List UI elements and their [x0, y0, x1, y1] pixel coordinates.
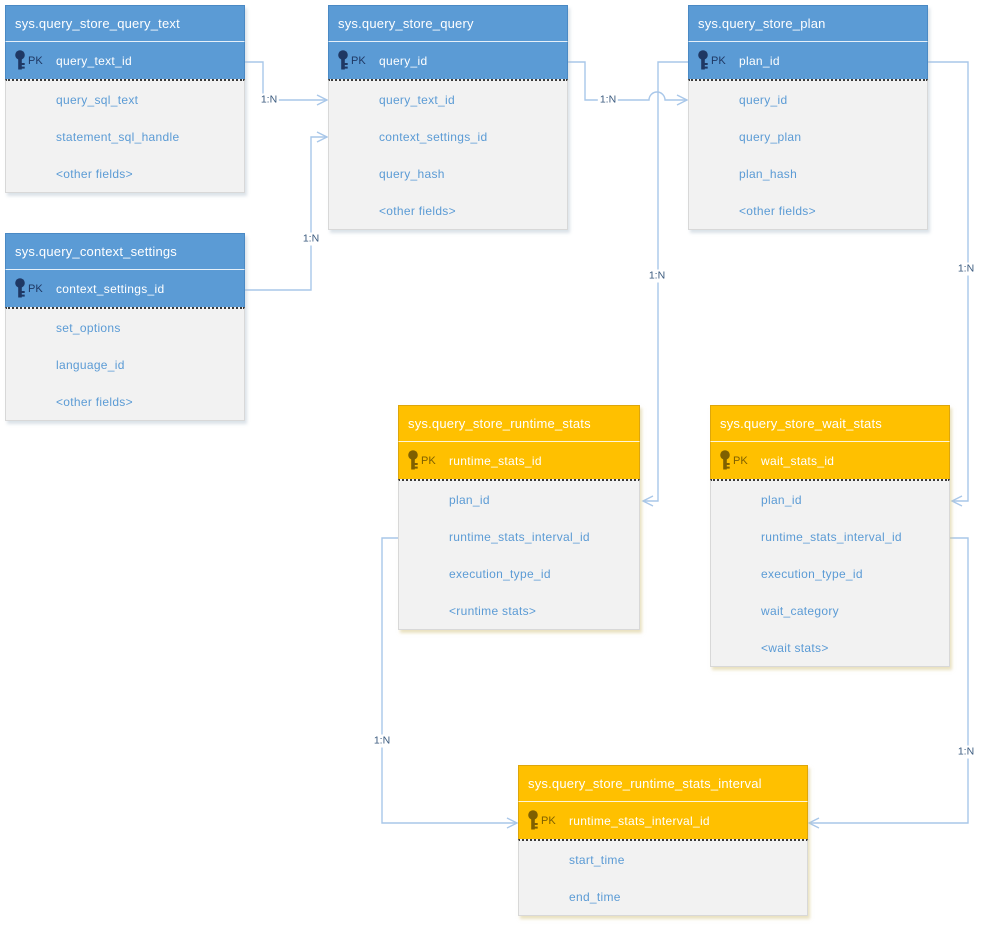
- field-row: runtime_stats_interval_id: [449, 529, 590, 544]
- table-query-store-query[interactable]: sys.query_store_query PK query_id query_…: [328, 5, 568, 230]
- field-row: set_options: [56, 320, 121, 335]
- pk-row: PK plan_id: [688, 42, 928, 79]
- pk-badge: PK: [711, 54, 726, 67]
- pk-field-name: query_id: [379, 53, 428, 68]
- field-row: plan_id: [761, 492, 802, 507]
- table-body: set_options language_id <other fields>: [5, 307, 245, 421]
- table-title: sys.query_context_settings: [5, 233, 245, 270]
- table-title: sys.query_store_wait_stats: [710, 405, 950, 442]
- table-body: plan_id runtime_stats_interval_id execut…: [710, 479, 950, 667]
- cardinality-label: 1:N: [646, 269, 668, 283]
- primary-key-icon: [527, 810, 540, 831]
- field-row: plan_id: [449, 492, 490, 507]
- connector-runtimestats-to-interval[interactable]: [381, 537, 517, 824]
- table-title: sys.query_store_runtime_stats_interval: [518, 765, 808, 802]
- connector-query-to-plan[interactable]: [568, 61, 687, 101]
- table-query-store-wait-stats[interactable]: sys.query_store_wait_stats PK wait_stats…: [710, 405, 950, 667]
- table-body: query_sql_text statement_sql_handle <oth…: [5, 79, 245, 193]
- pk-badge: PK: [541, 814, 556, 827]
- table-title: sys.query_store_query: [328, 5, 568, 42]
- table-title: sys.query_store_runtime_stats: [398, 405, 640, 442]
- field-row: <wait stats>: [761, 640, 829, 655]
- pk-field-name: context_settings_id: [56, 281, 165, 296]
- primary-key-icon: [697, 50, 710, 71]
- pk-badge: PK: [421, 454, 436, 467]
- arrowhead-runtimestats-to-interval: [506, 817, 519, 829]
- table-body: query_text_id context_settings_id query_…: [328, 79, 568, 230]
- primary-key-icon: [14, 50, 27, 71]
- table-query-store-runtime-stats-interval[interactable]: sys.query_store_runtime_stats_interval P…: [518, 765, 808, 916]
- pk-field-name: runtime_stats_interval_id: [569, 813, 710, 828]
- connector-contextsettings-to-query[interactable]: [245, 136, 327, 291]
- arrowhead-querytext-to-query: [316, 94, 329, 106]
- cardinality-label: 1:N: [300, 232, 322, 246]
- field-row: <other fields>: [379, 203, 456, 218]
- table-query-store-plan[interactable]: sys.query_store_plan PK plan_id query_id…: [688, 5, 928, 230]
- pk-badge: PK: [28, 282, 43, 295]
- arrowhead-plan-to-waitstats: [950, 495, 963, 507]
- pk-row: PK runtime_stats_id: [398, 442, 640, 479]
- pk-badge: PK: [28, 54, 43, 67]
- field-row: plan_hash: [739, 166, 798, 181]
- field-row: <other fields>: [739, 203, 816, 218]
- field-row: <other fields>: [56, 394, 133, 409]
- field-row: query_sql_text: [56, 92, 139, 107]
- table-body: plan_id runtime_stats_interval_id execut…: [398, 479, 640, 630]
- primary-key-icon: [719, 450, 732, 471]
- pk-row: PK query_text_id: [5, 42, 245, 79]
- field-row: language_id: [56, 357, 125, 372]
- cardinality-label: 1:N: [597, 93, 619, 107]
- field-row: end_time: [569, 889, 621, 904]
- field-row: execution_type_id: [449, 566, 551, 581]
- field-row: wait_category: [761, 603, 839, 618]
- field-row: <other fields>: [56, 166, 133, 181]
- primary-key-icon: [407, 450, 420, 471]
- pk-field-name: query_text_id: [56, 53, 132, 68]
- field-row: <runtime stats>: [449, 603, 537, 618]
- arrowhead-plan-to-runtimestats: [641, 495, 654, 507]
- arrowhead-waitstats-to-interval: [807, 817, 820, 829]
- cardinality-label: 1:N: [955, 745, 977, 759]
- pk-row: PK runtime_stats_interval_id: [518, 802, 808, 839]
- table-query-store-runtime-stats[interactable]: sys.query_store_runtime_stats PK runtime…: [398, 405, 640, 630]
- primary-key-icon: [14, 278, 27, 299]
- field-row: execution_type_id: [761, 566, 863, 581]
- table-body: query_id query_plan plan_hash <other fie…: [688, 79, 928, 230]
- table-query-store-query-text[interactable]: sys.query_store_query_text PK query_text…: [5, 5, 245, 193]
- arrowhead-query-to-plan: [676, 94, 689, 106]
- pk-row: PK query_id: [328, 42, 568, 79]
- pk-row: PK wait_stats_id: [710, 442, 950, 479]
- cardinality-label: 1:N: [258, 93, 280, 107]
- connector-querytext-to-query[interactable]: [245, 61, 327, 101]
- field-row: statement_sql_handle: [56, 129, 180, 144]
- field-row: start_time: [569, 852, 625, 867]
- pk-field-name: plan_id: [739, 53, 780, 68]
- pk-badge: PK: [733, 454, 748, 467]
- field-row: query_id: [739, 92, 788, 107]
- pk-row: PK context_settings_id: [5, 270, 245, 307]
- table-body: start_time end_time: [518, 839, 808, 916]
- pk-badge: PK: [351, 54, 366, 67]
- field-row: query_hash: [379, 166, 445, 181]
- cardinality-label: 1:N: [371, 734, 393, 748]
- connector-plan-to-waitstats[interactable]: [928, 61, 969, 502]
- field-row: runtime_stats_interval_id: [761, 529, 902, 544]
- arrowhead-contextsettings-to-query: [316, 131, 329, 143]
- primary-key-icon: [337, 50, 350, 71]
- field-row: query_text_id: [379, 92, 455, 107]
- field-row: context_settings_id: [379, 129, 488, 144]
- field-row: query_plan: [739, 129, 802, 144]
- pk-field-name: runtime_stats_id: [449, 453, 542, 468]
- table-query-context-settings[interactable]: sys.query_context_settings PK context_se…: [5, 233, 245, 421]
- table-title: sys.query_store_query_text: [5, 5, 245, 42]
- table-title: sys.query_store_plan: [688, 5, 928, 42]
- pk-field-name: wait_stats_id: [761, 453, 835, 468]
- connector-waitstats-to-interval[interactable]: [809, 537, 969, 824]
- cardinality-label: 1:N: [955, 262, 977, 276]
